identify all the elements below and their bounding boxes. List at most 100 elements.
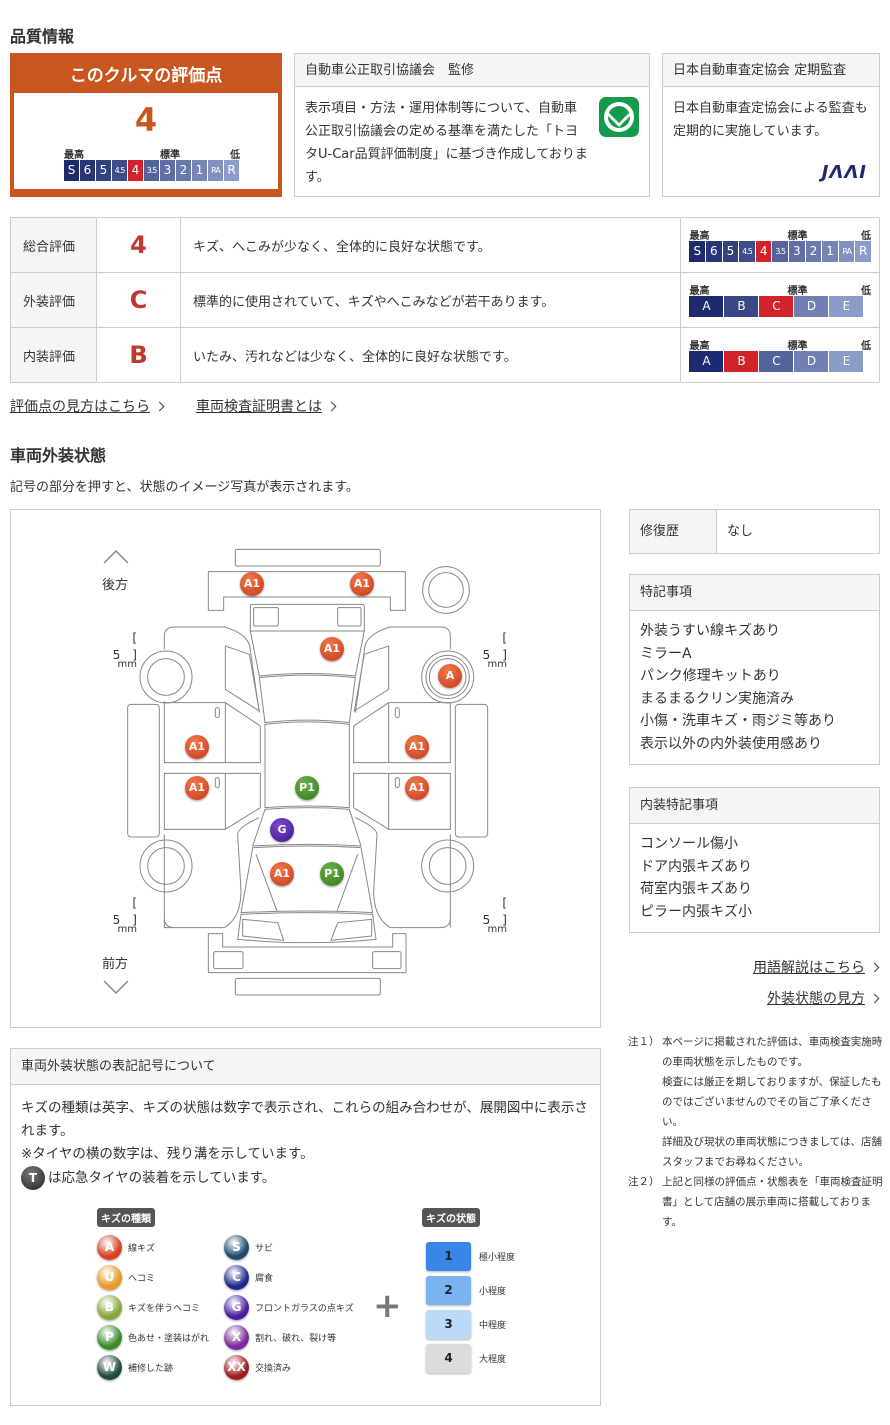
link-label: 評価点の見方はこちら: [10, 399, 150, 415]
note-text: 本ページに掲載された評価は、車両検査実施時の車両状態を示したものです。: [662, 1036, 883, 1068]
damage-marker[interactable]: A1: [405, 735, 429, 759]
damage-type-icon: U: [97, 1265, 122, 1290]
chevron-down-icon[interactable]: [103, 980, 129, 994]
jaai-body: 日本自動車査定協会による監査も定期的に実施しています。: [673, 101, 868, 139]
car-diagram: 後方 前方 [ 5 ]mm [ 5 ]mm [ 5 ]mm [ 5 ]mm A1…: [10, 509, 601, 1028]
exterior-subtitle: 記号の部分を押すと、状態のイメージ写真が表示されます。: [10, 480, 359, 495]
damage-type-label: 割れ、破れ、裂け等: [255, 1334, 337, 1344]
link-score-guide[interactable]: 評価点の見方はこちら: [10, 396, 165, 416]
scale-chip: 1: [822, 240, 838, 262]
eval-label: 総合評価: [10, 217, 97, 273]
list-item: まるまるクリン実施済み: [640, 690, 794, 707]
damage-type-label: キズを伴うヘコミ: [128, 1304, 201, 1314]
damage-type-label: 色あせ・塗装はがれ: [128, 1334, 210, 1344]
damage-marker[interactable]: A1: [270, 862, 294, 886]
legend-title: 車両外装状態の表記記号について: [11, 1049, 600, 1085]
damage-marker[interactable]: A1: [320, 637, 344, 661]
damage-marker[interactable]: A: [438, 664, 462, 688]
jaai-title: 日本自動車査定協会 定期監査: [663, 54, 879, 87]
repair-history: 修復歴 なし: [629, 509, 880, 554]
legend-text: は応急タイヤの装着を示しています。: [48, 1169, 276, 1186]
scale-chip: 3: [160, 160, 175, 181]
score-value: 4: [134, 101, 158, 139]
damage-type-label: 腐食: [255, 1274, 274, 1284]
damage-type-icon: P: [97, 1325, 122, 1350]
damage-type-icon: B: [97, 1295, 122, 1320]
label-std: 標準: [160, 150, 180, 161]
list-item: 小傷・洗車キズ・雨ジミ等あり: [640, 713, 836, 729]
note-prefix: 注１）: [628, 1036, 660, 1048]
scale-chip: 1: [192, 160, 207, 181]
chevron-right-icon: [154, 401, 165, 412]
list-item: コンソール傷小: [640, 836, 738, 852]
note-prefix: 注２）: [628, 1176, 660, 1188]
damage-marker[interactable]: A1: [405, 776, 429, 800]
damage-type-item: B キズを伴うヘコミ: [97, 1295, 200, 1320]
plus-icon: +: [373, 1286, 402, 1326]
repair-label: 修復歴: [630, 510, 717, 553]
list-item: パンク修理キットあり: [640, 668, 781, 684]
eval-label: 内装評価: [10, 327, 97, 383]
scale-chip: 2: [805, 240, 822, 262]
damage-marker[interactable]: P1: [320, 862, 344, 886]
label-rear: 後方: [102, 578, 129, 593]
special-notes-title: 特記事項: [630, 575, 879, 611]
damage-level-box: 2: [426, 1276, 471, 1305]
damage-level-box: 3: [426, 1310, 471, 1339]
scale-chip: B: [724, 295, 759, 317]
label-low: 低: [230, 150, 240, 161]
score-box-title: このクルマの評価点: [69, 66, 223, 86]
damage-type-icon: X: [224, 1325, 249, 1350]
damage-marker[interactable]: A1: [185, 776, 209, 800]
damage-type-icon: A: [97, 1235, 122, 1260]
section-title-exterior: 車両外装状態: [10, 446, 107, 465]
scale-chip: 5: [722, 240, 739, 262]
damage-level-box: 1: [426, 1242, 471, 1271]
damage-type-label: サビ: [255, 1244, 274, 1254]
link-exterior-guide[interactable]: 外装状態の見方: [767, 988, 880, 1008]
link-glossary[interactable]: 用語解説はこちら: [753, 957, 880, 977]
scale-chip: 4: [128, 160, 143, 181]
chevron-right-icon: [869, 993, 880, 1004]
scale-chip: C: [759, 350, 794, 372]
link-label: 外装状態の見方: [767, 991, 865, 1007]
scale-chip: E: [829, 295, 864, 317]
damage-level-label: 大程度: [479, 1355, 507, 1365]
damage-marker[interactable]: A1: [185, 735, 209, 759]
chevron-up-icon[interactable]: [103, 550, 129, 564]
damage-marker[interactable]: A1: [240, 572, 264, 596]
chevron-right-icon: [869, 962, 880, 973]
eval-desc: 標準的に使用されていて、キズやへこみなどが若干あります。: [179, 272, 682, 328]
damage-marker[interactable]: G: [270, 818, 294, 842]
car-outline: [127, 548, 489, 996]
interior-notes-title: 内装特記事項: [630, 788, 879, 824]
damage-type-label: フロントガラスの点キズ: [255, 1304, 354, 1314]
damage-marker[interactable]: A1: [350, 572, 374, 596]
list-item: ミラーA: [640, 645, 692, 662]
damage-marker[interactable]: P1: [295, 776, 319, 800]
note-text: 上記と同様の評価点・状態表を「車両検査証明書」として店舗の展示車両に搭載しており…: [662, 1176, 883, 1228]
note-text: 詳細及び現状の車両状態につきましては、店舗スタッフまでお尋ねください。: [662, 1136, 882, 1168]
legend-box: 車両外装状態の表記記号について キズの種類は英字、キズの状態は数字で表示され、こ…: [10, 1048, 601, 1406]
levels-tag: キズの状態: [422, 1208, 480, 1227]
temporary-tire-icon: T: [21, 1166, 45, 1190]
scale-chip: 3: [789, 240, 805, 262]
damage-type-icon: XX: [224, 1355, 249, 1380]
scale-chip: S: [689, 240, 706, 262]
list-item: 表示以外の内外装使用感あり: [640, 735, 822, 752]
tire-depth-front-left: [ 5 ]mm: [112, 896, 150, 935]
link-certificate[interactable]: 車両検査証明書とは: [196, 396, 337, 416]
list-item: ドア内張キズあり: [640, 858, 752, 875]
